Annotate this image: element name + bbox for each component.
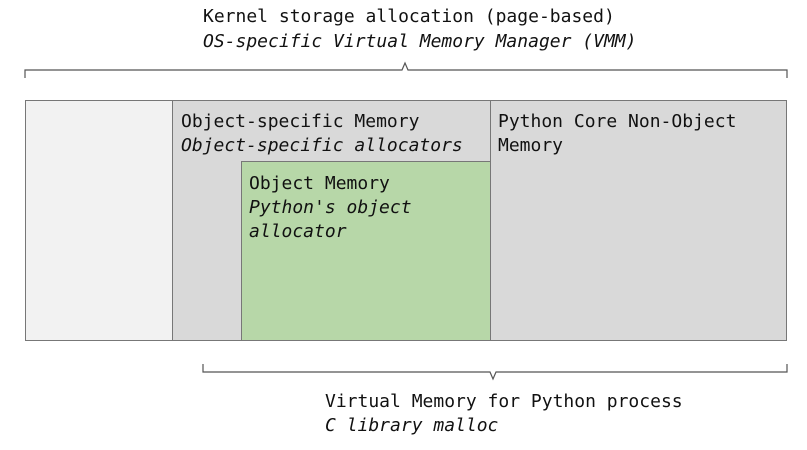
virtual-subtitle: C library malloc bbox=[325, 415, 499, 436]
core-memory-region bbox=[490, 100, 787, 341]
kernel-subtitle: OS-specific Virtual Memory Manager (VMM) bbox=[203, 31, 637, 52]
bottom-bracket bbox=[202, 364, 788, 381]
object-specific-title: Object-specific Memory bbox=[181, 111, 420, 132]
object-memory-title: Object Memory bbox=[249, 173, 390, 194]
virtual-title: Virtual Memory for Python process bbox=[325, 391, 683, 412]
core-title-line2: Memory bbox=[498, 135, 564, 156]
object-memory-subtitle-line2: allocator bbox=[249, 221, 347, 242]
top-bracket bbox=[24, 61, 788, 78]
unused-region bbox=[25, 100, 173, 341]
object-memory-region bbox=[241, 161, 491, 341]
core-title-line1: Python Core Non-Object bbox=[498, 111, 737, 132]
kernel-title: Kernel storage allocation (page-based) bbox=[203, 6, 615, 27]
object-memory-subtitle-line1: Python's object bbox=[249, 197, 412, 218]
object-specific-subtitle: Object-specific allocators bbox=[181, 135, 463, 156]
